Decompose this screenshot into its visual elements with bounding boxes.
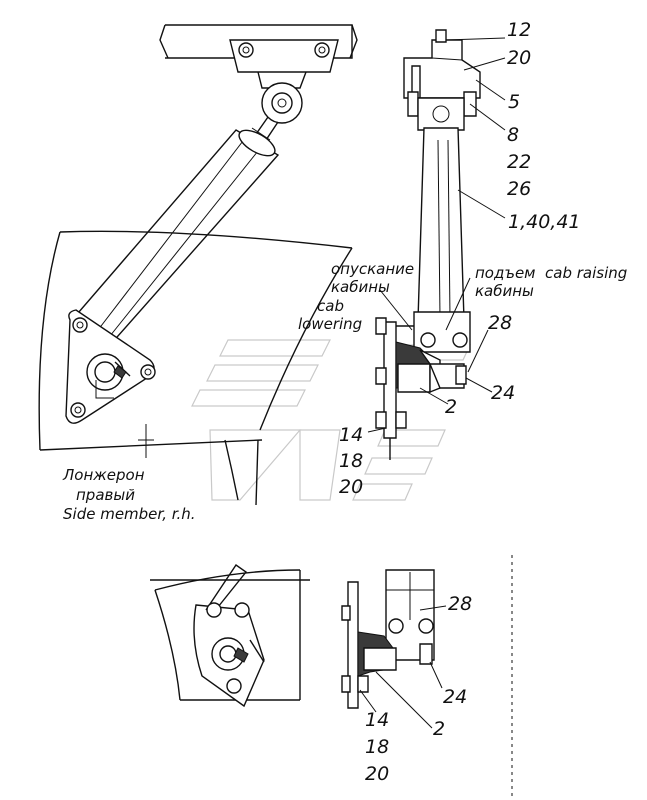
label-lowering-en-1: cab [317, 297, 344, 315]
label-raising-en: cab raising [545, 264, 628, 282]
callout-20: 20 [507, 47, 532, 69]
callout-20-lower: 20 [365, 763, 390, 785]
callout-2-lower: 2 [433, 718, 446, 740]
tilt-cylinder-installed [70, 127, 280, 346]
upper-crossmember [159, 24, 358, 89]
callout-22: 22 [507, 151, 532, 173]
callout-12: 12 [507, 19, 532, 41]
label-lowering-ru-1: опускание [331, 260, 415, 278]
label-side-member-ru-2: правый [76, 486, 135, 504]
label-raising-ru-1: подъем [475, 264, 536, 282]
lower-cylinder-bracket [65, 309, 156, 424]
vertical-cylinder-detail [396, 29, 481, 353]
callout-18-upper: 18 [339, 450, 364, 472]
callout-14-lower: 14 [365, 709, 390, 731]
side-member-rh [38, 230, 353, 506]
label-side-member-ru-1: Лонжерон [63, 466, 145, 484]
cylinder-mount-section [375, 317, 467, 460]
callout-26: 26 [507, 178, 532, 200]
leader-lines [359, 37, 506, 729]
callout-1-40-41: 1,40,41 [508, 211, 581, 233]
label-raising-ru-2: кабины [475, 282, 534, 300]
callout-8: 8 [507, 124, 520, 146]
mount-section-bottom-right [341, 555, 513, 800]
callout-28-lower: 28 [448, 593, 473, 615]
callout-2-upper: 2 [445, 396, 458, 418]
label-lowering-ru-2: кабины [331, 278, 390, 296]
label-lowering-en-2: lowering [298, 315, 363, 333]
callout-24-upper: 24 [491, 382, 516, 404]
label-side-member-en: Side member, r.h. [63, 505, 196, 523]
bracket-detail-bottom-left [150, 564, 310, 708]
callout-28-upper: 28 [488, 312, 513, 334]
callout-20-upper: 20 [339, 476, 364, 498]
callout-18-lower: 18 [365, 736, 390, 758]
callout-5: 5 [508, 91, 521, 113]
callout-24-lower: 24 [443, 686, 468, 708]
callout-14-upper: 14 [339, 424, 364, 446]
upper-rod-eye [252, 82, 303, 144]
